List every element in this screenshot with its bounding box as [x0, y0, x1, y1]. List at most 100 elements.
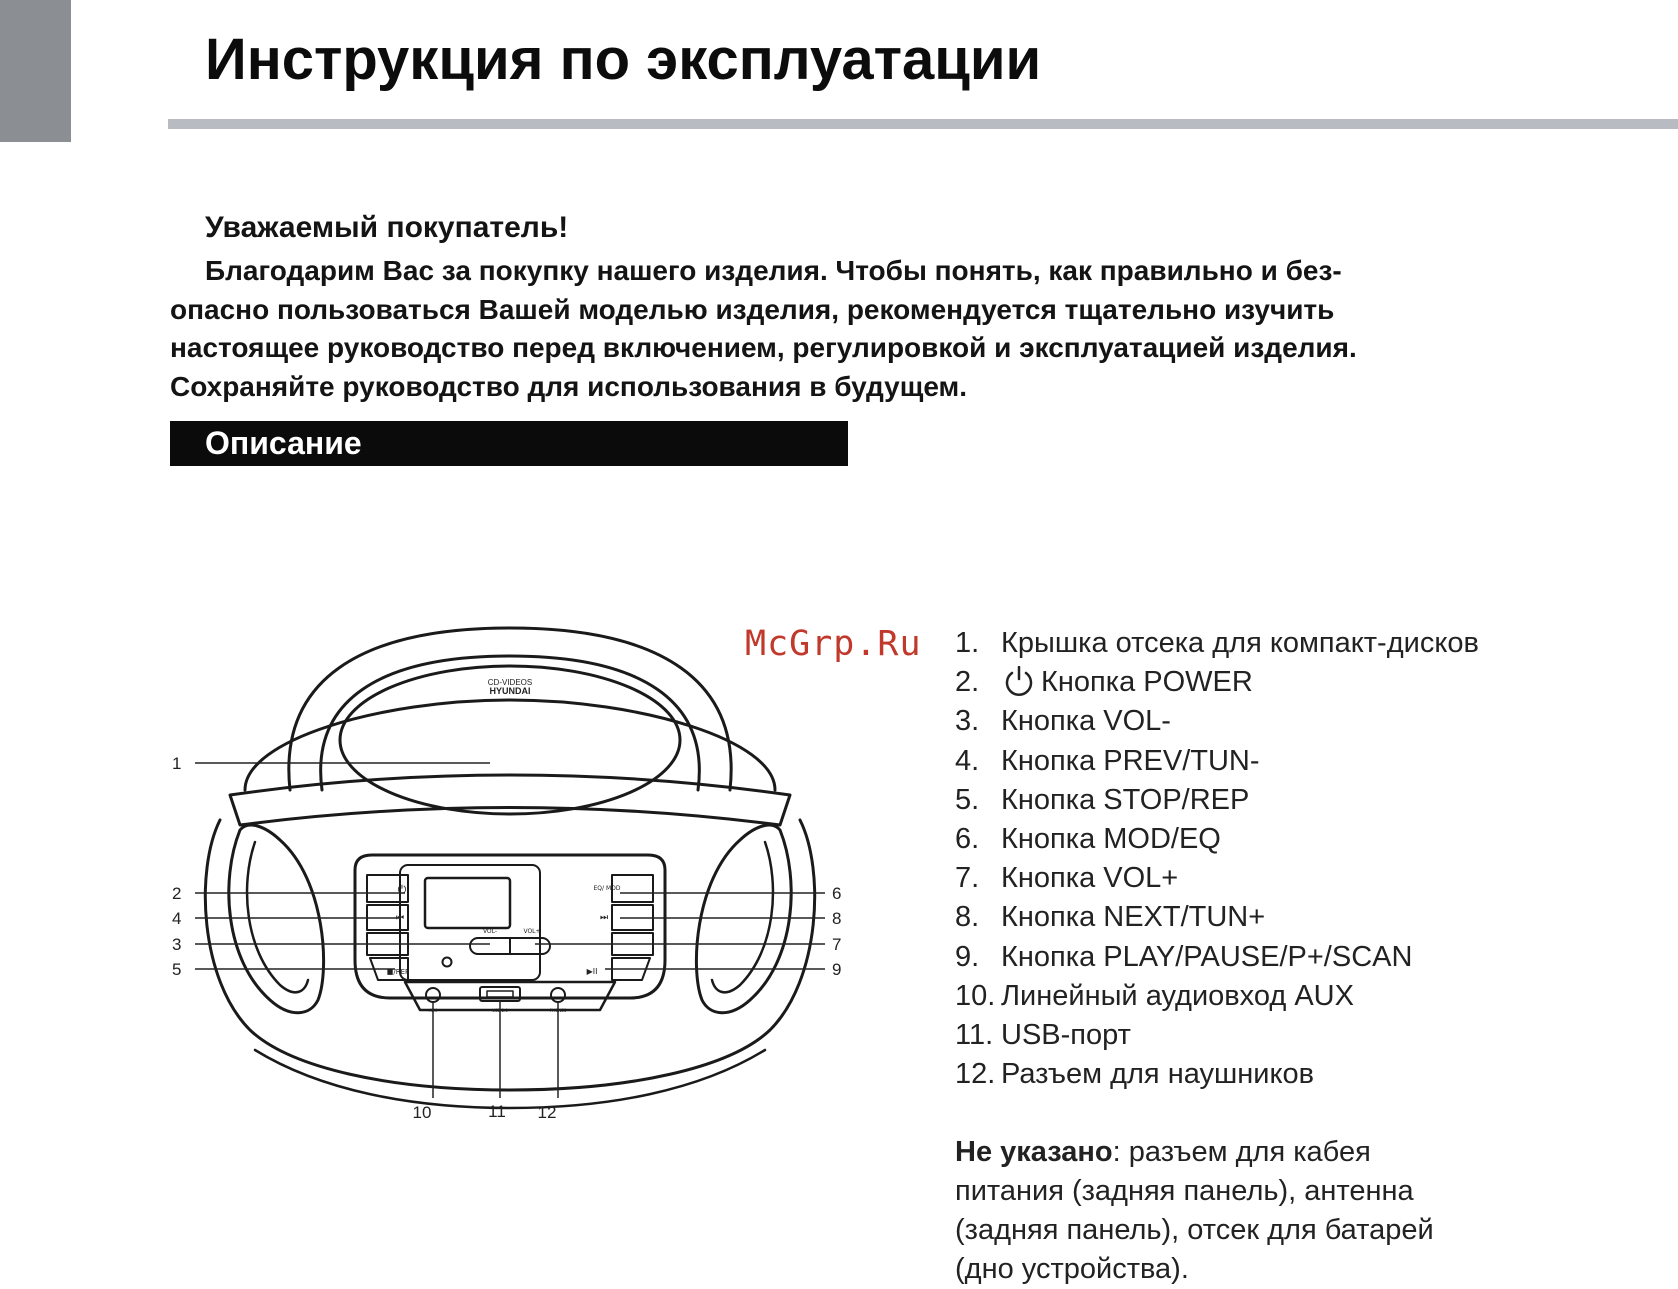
part-label: Разъем для наушников: [1001, 1058, 1315, 1091]
callout-number: 6: [832, 884, 841, 903]
part-number: 4.: [955, 744, 980, 777]
list-item: 4. Кнопка PREV/TUN-: [955, 742, 1479, 781]
callout-number: 1: [172, 754, 181, 773]
parts-list: 1. Крышка отсека для компакт-дисков 2. Кно…: [955, 624, 1479, 1094]
part-number: 9.: [955, 940, 980, 973]
part-number: 8.: [955, 901, 980, 934]
note-line: (дно устройства).: [955, 1253, 1189, 1285]
handle-inner: [319, 654, 701, 792]
left-speaker-inner: [245, 840, 310, 994]
port-strip: [403, 980, 617, 1012]
part-number: 2.: [955, 666, 980, 699]
vol-minus-area: [366, 932, 409, 956]
list-item: 10.Линейный аудиовход AUX: [955, 977, 1479, 1016]
handle: [287, 626, 733, 792]
part-number: 12.: [955, 1058, 996, 1091]
model-text: CD-VIDEOS: [488, 678, 532, 687]
list-item: 5. Кнопка STOP/REP: [955, 781, 1479, 820]
part-label: Кнопка PLAY/PAUSE/P+/SCAN: [1001, 940, 1413, 973]
part-label: Кнопка POWER: [1041, 666, 1253, 699]
part-label: USB-порт: [1001, 1018, 1131, 1051]
callout-number: 4: [172, 909, 181, 928]
intro-line: Благодарим Вас за покупку нашего изделия…: [205, 255, 1342, 286]
note-line: питания (задняя панель), антенна: [955, 1175, 1414, 1207]
part-label: Кнопка VOL-: [1001, 705, 1171, 738]
display-window: [423, 876, 512, 930]
top-rim: [228, 773, 792, 827]
part-label: Кнопка MOD/EQ: [1001, 822, 1221, 855]
part-number: 6.: [955, 822, 980, 855]
list-item: 6. Кнопка MOD/EQ: [955, 820, 1479, 859]
power-glyph: ⏻: [398, 883, 407, 896]
cd-lid: [338, 664, 682, 816]
list-item: 11.USB-порт: [955, 1016, 1479, 1055]
power-icon: [1005, 666, 1033, 697]
callout-number: 8: [832, 909, 841, 928]
callout-number: 10: [413, 1103, 432, 1122]
section-header: Описание: [170, 421, 848, 466]
part-number: 7.: [955, 862, 980, 895]
eq-button: [611, 874, 654, 903]
note-line: (задняя панель), отсек для батарей: [955, 1214, 1434, 1246]
stop-glyph: ■/REP: [387, 968, 409, 976]
note-block: Не указано: разъем для кабея питания (за…: [955, 1133, 1434, 1289]
intro-paragraph: Благодарим Вас за покупку нашего изделия…: [170, 252, 1670, 406]
right-speaker: [694, 823, 793, 1015]
part-number: 1.: [955, 627, 980, 659]
part-label: Кнопка NEXT/TUN+: [1001, 901, 1266, 934]
list-item: 7. Кнопка VOL+: [955, 859, 1479, 898]
page-title: Инструкция по эксплуатации: [205, 27, 1042, 92]
callout-number: 7: [832, 935, 841, 954]
right-speaker-inner: [710, 840, 775, 994]
part-number: 3.: [955, 705, 980, 738]
prev-button: [366, 904, 409, 931]
part-number: 5.: [955, 783, 980, 816]
callout-number: 2: [172, 884, 181, 903]
ir-sensor: [441, 956, 453, 968]
control-panel: [353, 853, 667, 1000]
part-label: Кнопка PREV/TUN-: [1001, 744, 1260, 777]
corner-block: [0, 0, 71, 142]
aux-port: [425, 987, 441, 1003]
phones-port: [550, 987, 566, 1003]
list-item: 12.Разъем для наушников: [955, 1055, 1479, 1094]
callout-number: 3: [172, 935, 181, 954]
device-diagram: CD-VIDEOS HYUNDAI ⏻ ⏮ ■/REP EQ/ MOD ⏭ ▶I…: [172, 626, 841, 1122]
vol-plus-glyph: VOL+: [523, 928, 540, 935]
eq-glyph: EQ/ MOD: [594, 885, 621, 892]
play-button: [611, 957, 651, 981]
body-bottom: [253, 1048, 767, 1110]
vol-minus-glyph: VOL-: [483, 928, 497, 935]
greeting-heading: Уважаемый покупатель!: [205, 211, 569, 244]
part-number: 10.: [955, 979, 996, 1012]
body-outline: [203, 818, 817, 1092]
list-item: 3. Кнопка VOL-: [955, 702, 1479, 741]
watermark: McGrp.Ru: [745, 624, 922, 664]
part-label: Линейный аудиовход AUX: [1001, 979, 1354, 1012]
callout-number: 5: [172, 960, 181, 979]
brand-logo: HYUNDAI: [489, 686, 530, 696]
left-speaker: [227, 823, 326, 1015]
play-glyph: ▶II: [587, 967, 598, 976]
vol-plus-area: [611, 932, 654, 956]
intro-line: Сохраняйте руководство для использования…: [170, 370, 968, 402]
cd-lid-outline: [243, 698, 777, 792]
part-label: Кнопка STOP/REP: [1001, 783, 1250, 816]
part-label: Кнопка VOL+: [1001, 862, 1179, 895]
part-number: 11.: [955, 1018, 994, 1051]
stop-button: [369, 957, 409, 981]
next-glyph: ⏭: [600, 913, 608, 923]
callout-number: 9: [832, 960, 841, 979]
list-item: 2. Кнопка POWER: [955, 663, 1479, 702]
list-item: 8. Кнопка NEXT/TUN+: [955, 898, 1479, 937]
part-label: Крышка отсека для компакт-дисков: [1001, 627, 1479, 659]
note-line: Не указано: разъем для кабея: [955, 1133, 1434, 1172]
callout-number: 12: [538, 1103, 557, 1122]
note-text: : разъем для кабея: [1112, 1136, 1371, 1168]
intro-line: опасно пользоваться Вашей моделью издели…: [170, 293, 1335, 325]
title-rule: [168, 119, 1678, 129]
list-item: 1. Крышка отсека для компакт-дисков: [955, 624, 1479, 663]
callout-number: 11: [488, 1102, 506, 1121]
next-button: [611, 904, 654, 931]
intro-line: настоящее руководство перед включением, …: [170, 332, 1357, 363]
